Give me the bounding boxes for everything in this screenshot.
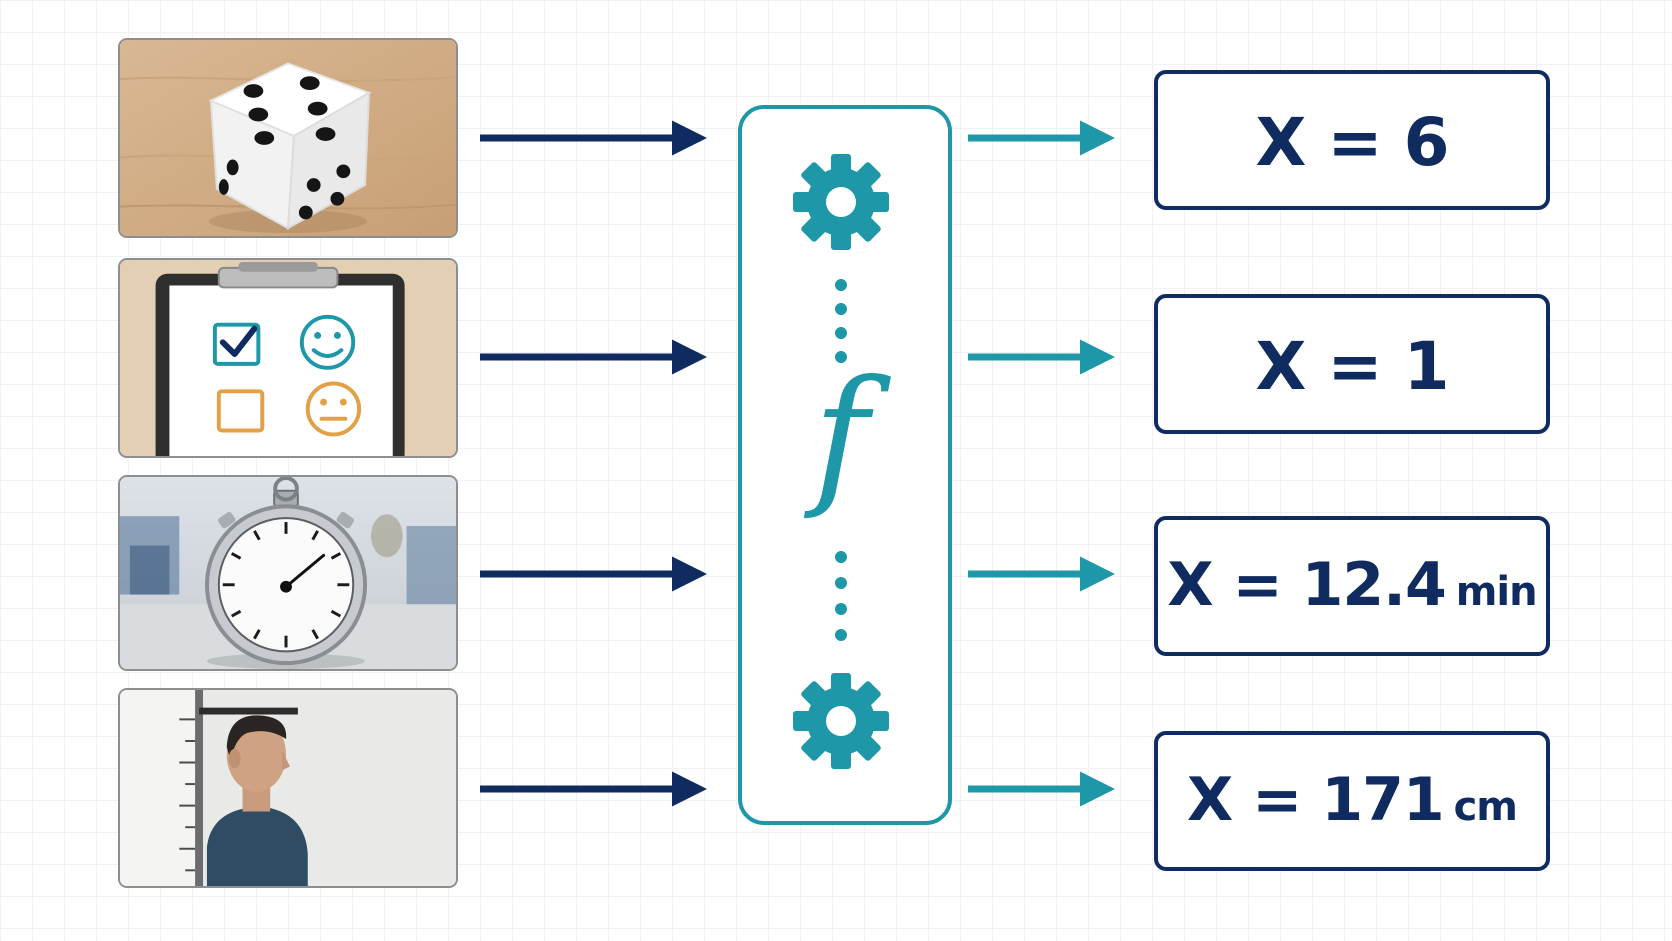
connector-dots-bottom <box>835 551 847 641</box>
height-measurement-photo-icon <box>118 688 458 888</box>
function-symbol: f <box>803 349 891 523</box>
result-value: X = 1 <box>1255 328 1448 405</box>
result-unit: cm <box>1454 784 1517 830</box>
result-box-1: X = 6 <box>1154 70 1550 210</box>
stopwatch-photo-icon <box>118 475 458 671</box>
result-value: X = 6 <box>1255 104 1448 181</box>
dice-photo-icon <box>118 38 458 238</box>
function-box: f <box>738 105 952 825</box>
result-box-3: X = 12.4 min <box>1154 516 1550 656</box>
result-box-2: X = 1 <box>1154 294 1550 434</box>
result-value: X = 12.4 <box>1167 550 1445 620</box>
gear-icon <box>793 154 889 250</box>
gear-icon <box>793 673 889 769</box>
survey-clipboard-photo-icon <box>118 258 458 458</box>
result-value: X = 171 <box>1187 765 1444 835</box>
result-unit: min <box>1456 569 1537 615</box>
result-box-4: X = 171 cm <box>1154 731 1550 871</box>
